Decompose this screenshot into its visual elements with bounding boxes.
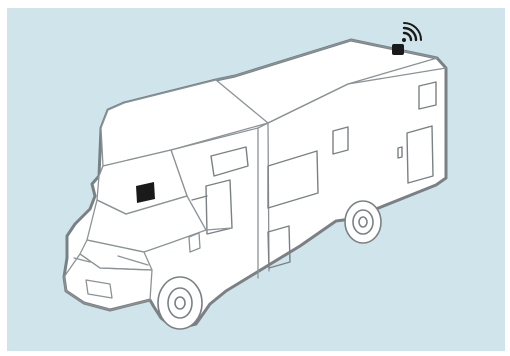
- wifi-icon: [402, 23, 421, 42]
- front-wheel: [158, 277, 202, 329]
- roof-sensor-icon: [392, 44, 404, 55]
- rear-wheel: [345, 201, 381, 243]
